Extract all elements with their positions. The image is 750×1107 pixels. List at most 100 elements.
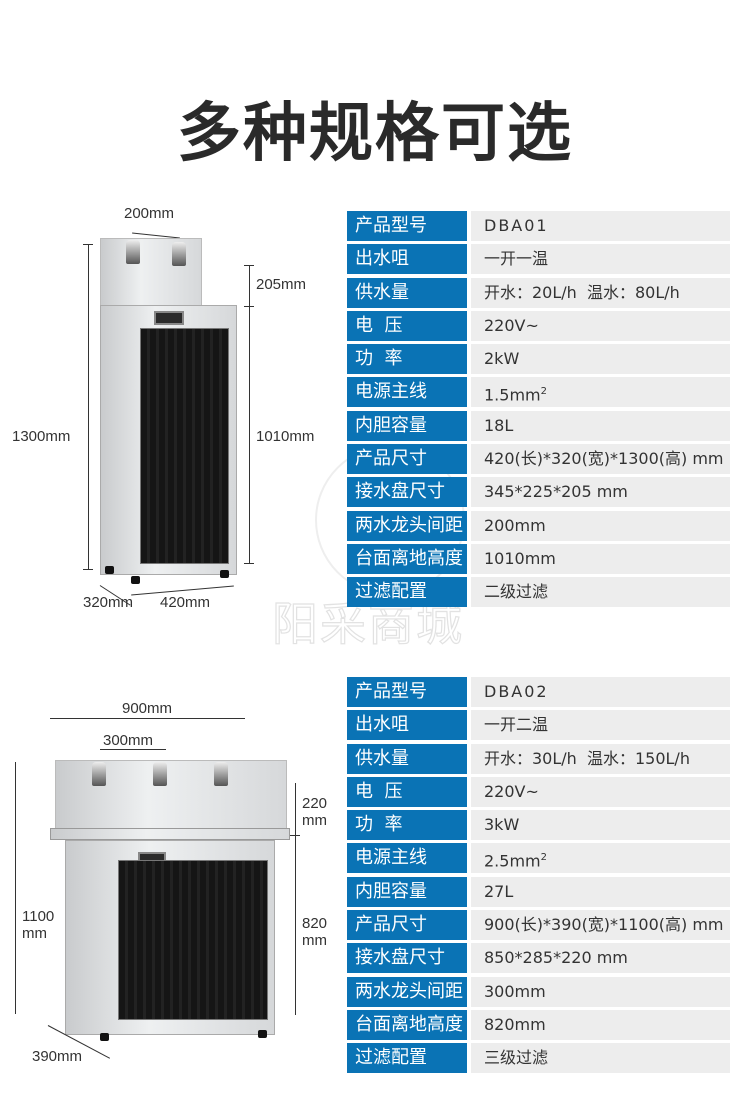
faucet-icon: [153, 762, 167, 786]
dim-tick: [83, 244, 93, 245]
spec-label: 产品尺寸: [347, 910, 467, 941]
spec-label: 产品型号: [347, 211, 467, 241]
product-1-illustration: 200mm 1300mm 205mm 1010mm 320mm 420mm: [0, 200, 340, 620]
spec-row: 过滤配置三级过滤: [347, 1043, 730, 1074]
display-panel: [154, 311, 184, 325]
spec-label: 接水盘尺寸: [347, 477, 467, 508]
spec-label: 功 率: [347, 344, 467, 375]
spec-value: 850*285*220 mm: [471, 943, 730, 974]
spec-label: 内胆容量: [347, 410, 467, 441]
backsplash: [55, 760, 287, 835]
spec-value: 一开一温: [471, 244, 730, 275]
spec-value: 220V~: [471, 310, 730, 341]
faucet-icon: [172, 242, 186, 266]
spec-label: 两水龙头间距: [347, 976, 467, 1007]
page-title: 多种规格可选: [177, 97, 573, 171]
spec-label: 台面离地高度: [347, 1009, 467, 1040]
dim-tick: [290, 835, 300, 836]
spec-value: 900(长)*390(宽)*1100(高) mm: [471, 910, 730, 941]
spec-value: 2.5mm2: [471, 843, 730, 874]
spec-value: DBA02: [471, 677, 730, 707]
spec-label: 电 压: [347, 310, 467, 341]
foot: [220, 570, 229, 578]
dim-line: [295, 783, 296, 1015]
cabinet-door: [140, 328, 229, 564]
spec-value: 一开二温: [471, 710, 730, 741]
foot: [100, 1033, 109, 1041]
foot: [258, 1030, 267, 1038]
dim-depth: 390mm: [32, 1048, 83, 1065]
dim-tap-spacing: 300mm: [103, 732, 154, 749]
superscript: 2: [540, 386, 547, 398]
dim-depth: 320mm: [83, 594, 134, 611]
faucet-icon: [126, 240, 140, 264]
dim-line: [249, 265, 250, 563]
spec-label: 供水量: [347, 743, 467, 774]
backsplash: [100, 238, 202, 308]
spec-value: 二级过滤: [471, 577, 730, 608]
dim-line: [50, 718, 245, 719]
spec-label: 供水量: [347, 277, 467, 308]
spec-value: 200mm: [471, 510, 730, 541]
spec-value: 1010mm: [471, 543, 730, 574]
spec-label: 产品尺寸: [347, 444, 467, 475]
spec-value: 820mm: [471, 1009, 730, 1040]
spec-row: 供水量开水：30L/h 温水：150L/h: [347, 743, 730, 774]
dim-basin-height: 205mm: [256, 276, 307, 293]
spec-value: 1.5mm2: [471, 377, 730, 408]
dim-tap-spacing: 200mm: [124, 205, 175, 222]
spec-value: 开水：20L/h 温水：80L/h: [471, 277, 730, 308]
spec-value-text: 2.5mm: [484, 851, 541, 871]
spec-row: 出水咀一开二温: [347, 710, 730, 741]
dim-value: 820: [302, 915, 328, 932]
dim-counter-height: 1010mm: [256, 428, 315, 445]
spec-value: DBA01: [471, 211, 730, 241]
dim-tick: [244, 563, 254, 564]
spec-label: 电 压: [347, 776, 467, 807]
dim-line: [15, 762, 16, 1014]
spec-label: 过滤配置: [347, 577, 467, 608]
spec-label: 过滤配置: [347, 1043, 467, 1074]
dim-tick: [83, 569, 93, 570]
spec-row: 过滤配置二级过滤: [347, 577, 730, 608]
spec-label: 电源主线: [347, 843, 467, 874]
spec-label: 台面离地高度: [347, 543, 467, 574]
spec-value: 2kW: [471, 344, 730, 375]
foot: [131, 576, 140, 584]
dim-tick: [244, 265, 254, 266]
spec-label: 功 率: [347, 810, 467, 841]
dim-value: 220: [302, 795, 328, 812]
spec-value: 27L: [471, 876, 730, 907]
spec-value: 220V~: [471, 776, 730, 807]
spec-value: 开水：30L/h 温水：150L/h: [471, 743, 730, 774]
cabinet-door: [118, 860, 268, 1020]
dim-value: 1100: [22, 908, 55, 925]
spec-value-text: 1.5mm: [484, 385, 541, 405]
spec-label: 出水咀: [347, 710, 467, 741]
foot: [105, 566, 114, 574]
dim-total-height: 1300mm: [12, 428, 71, 445]
spec-row: 供水量开水：20L/h 温水：80L/h: [347, 277, 730, 308]
counter-top: [50, 828, 290, 840]
dim-tick: [244, 306, 254, 307]
spec-label: 电源主线: [347, 377, 467, 408]
spec-value: 三级过滤: [471, 1043, 730, 1074]
